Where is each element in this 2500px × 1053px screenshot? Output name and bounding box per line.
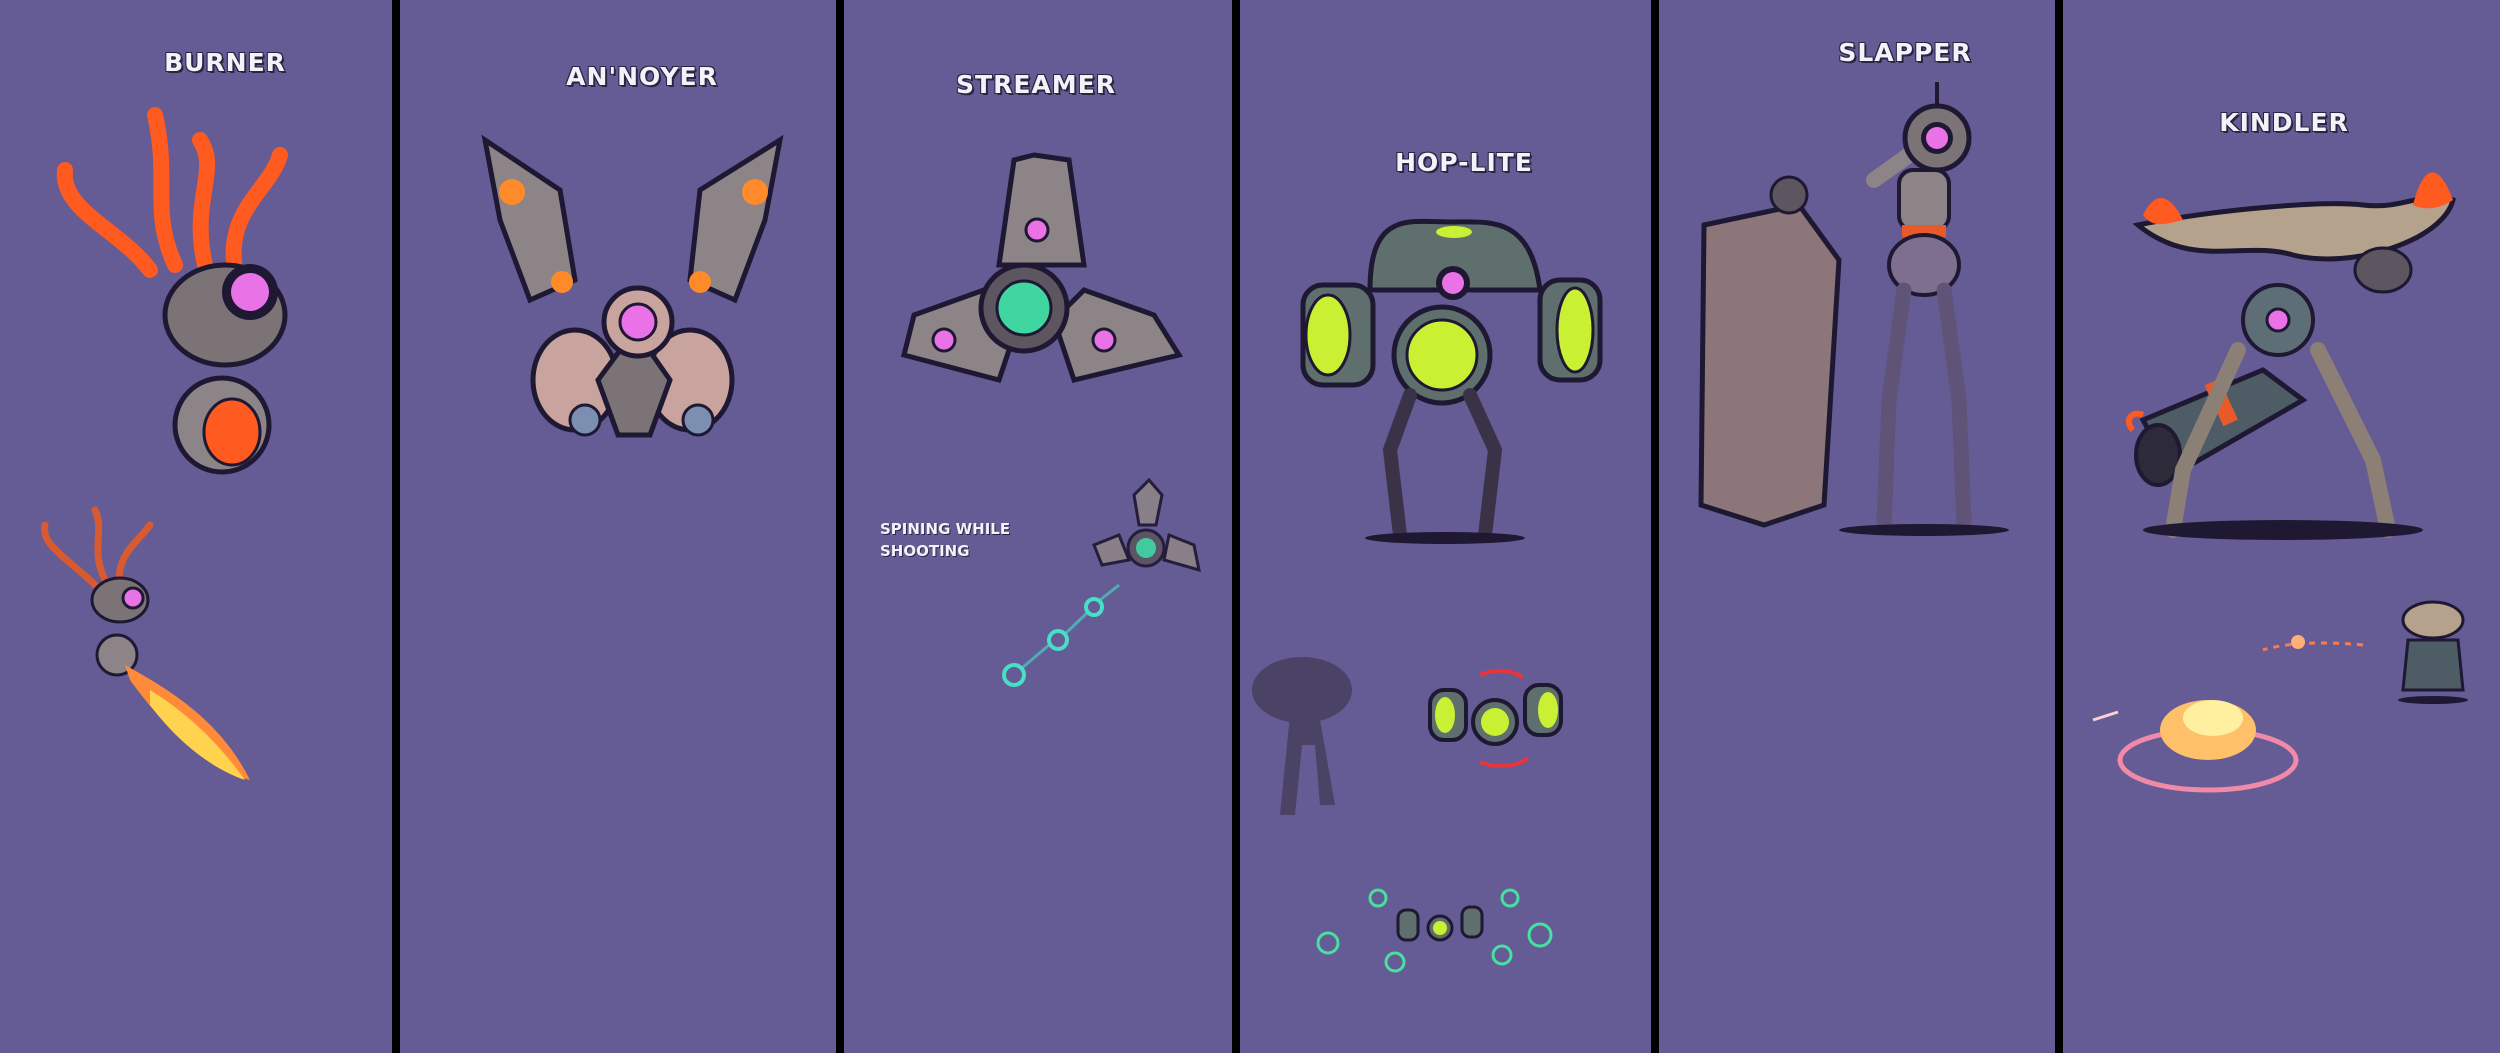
panel-streamer: STREAMER SPINING WHILE SHOOTING [844,0,1232,1053]
streamer-note-line-2: SHOOTING [880,542,970,560]
enemy-title-streamer: STREAMER [956,70,1116,99]
enemy-title-annoyer: AN'NOYER [566,62,718,91]
enemy-title-hoplite: HOP-LITE [1395,148,1533,177]
hoplite-enemy-icon [1252,218,1603,973]
annoyer-enemy-icon [481,134,784,438]
burner-enemy-icon [41,107,288,780]
panel-burner: BURNER [0,0,392,1053]
enemy-title-burner: BURNER [164,48,286,77]
panel-annoyer: AN'NOYER [400,0,836,1053]
panel-slapper: SLAPPER [1659,0,2055,1053]
enemy-title-kindler: KINDLER [2219,108,2349,137]
panel-kindler: KINDLER [2063,0,2500,1053]
enemy-title-slapper: SLAPPER [1838,38,1972,67]
streamer-note: SPINING WHILE SHOOTING [880,518,1010,562]
slapper-enemy-icon [1698,82,2009,536]
streamer-enemy-icon [900,152,1201,687]
streamer-note-line-1: SPINING WHILE [880,520,1011,538]
panel-hoplite: HOP-LITE [1240,0,1651,1053]
kindler-enemy-icon [2092,172,2468,793]
